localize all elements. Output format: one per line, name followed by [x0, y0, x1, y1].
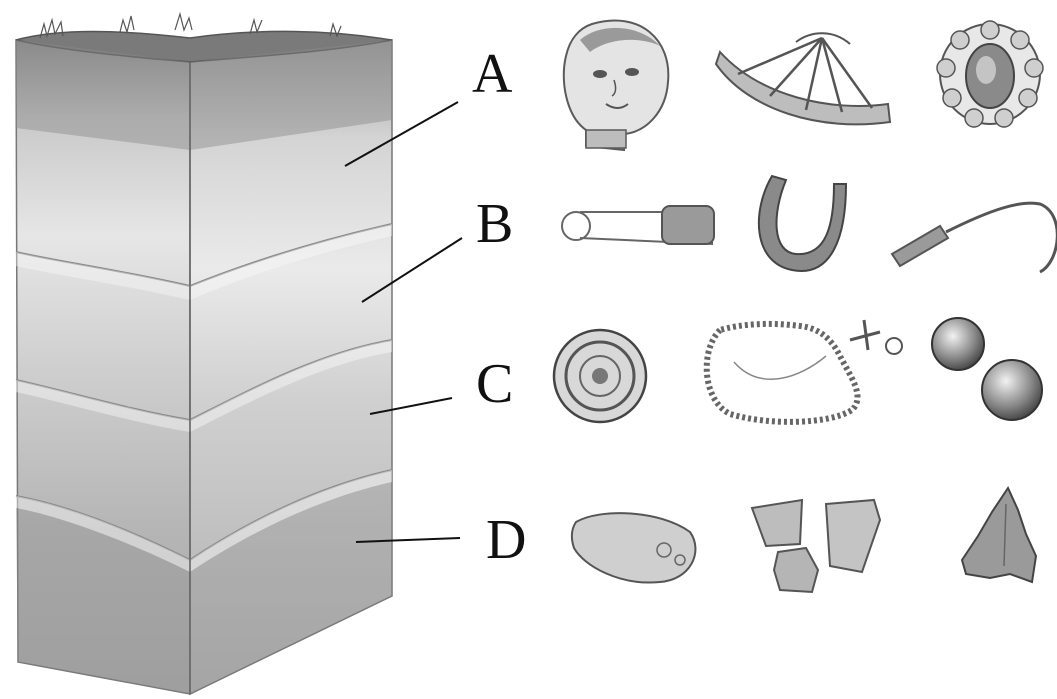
bead-necklace-icon [707, 320, 902, 422]
layer-label-c: C [476, 356, 513, 412]
stone-flakes-icon [752, 500, 880, 592]
ornate-brooch-icon [937, 21, 1043, 127]
horseshoe-icon [759, 176, 846, 271]
arrowhead-icon [962, 488, 1036, 582]
stone-tool-icon [572, 513, 696, 582]
layer-label-b: B [476, 196, 513, 252]
round-disc-icon [554, 330, 646, 422]
doll-head-icon [564, 21, 669, 150]
wheel-fragment-icon [716, 33, 890, 124]
layer-label-d: D [486, 512, 526, 568]
hook-tool-icon [892, 203, 1057, 272]
safety-pin-icon [562, 206, 714, 244]
soil-block [16, 14, 392, 694]
round-beads-icon [932, 318, 1042, 420]
layer-label-a: A [472, 46, 512, 102]
